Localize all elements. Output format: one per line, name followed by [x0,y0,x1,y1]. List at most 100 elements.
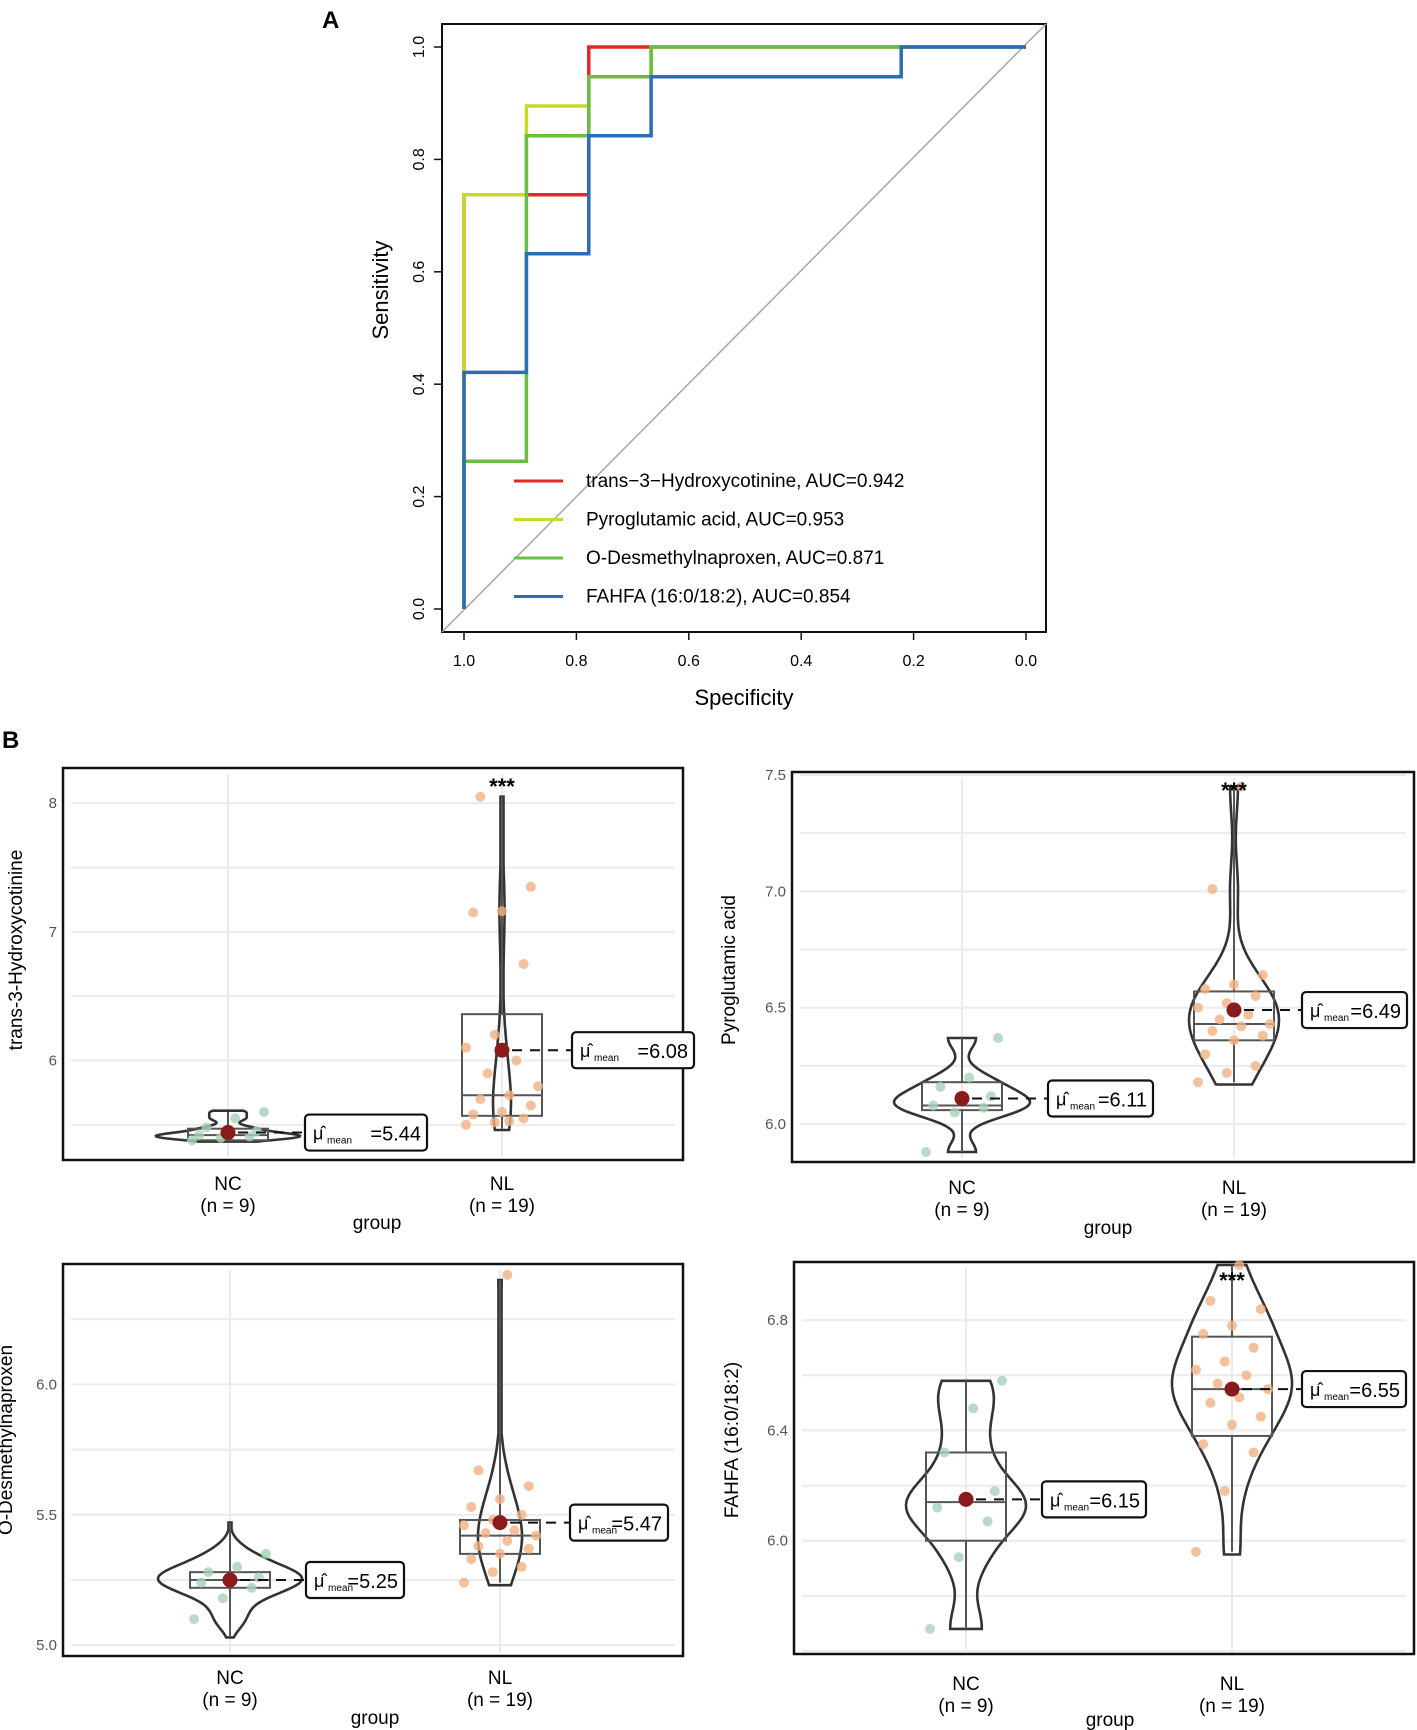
data-point [989,1486,1000,1497]
significance-marker: *** [1221,778,1247,803]
data-point [949,1107,960,1118]
data-point [518,1113,529,1124]
legend-label: FAHFA (16:0/18:2), AUC=0.854 [586,587,851,608]
data-point [1214,1014,1225,1025]
data-point [482,1068,493,1079]
y-tick-label: 6.8 [767,1312,788,1329]
mean-label-box [1300,1369,1408,1409]
violin-outline [1187,785,1281,1086]
mean-label-value: =5.44 [370,1124,421,1146]
data-point [1250,991,1261,1002]
data-point [1207,884,1218,895]
mean-label-symbol: μ̂ [314,1571,327,1591]
data-point [1250,1060,1261,1071]
mean-label-symbol: μ̂ [1056,1089,1069,1109]
data-point [968,1403,979,1414]
data-point [964,1072,975,1083]
mean-label-subscript: mean [1064,1502,1089,1513]
data-point [497,1106,507,1117]
y-tick-label: 0.4 [411,373,428,395]
data-point [523,1481,534,1492]
data-point [1257,1030,1268,1041]
data-point [531,1530,541,1541]
data-point [468,1109,479,1120]
data-point [1200,984,1211,995]
x-axis-label: group [351,1708,400,1729]
mean-label-symbol: μ̂ [1310,1001,1323,1021]
plot-frame [790,770,1416,1164]
x-tick-label: 0.8 [565,653,587,670]
mean-label-value: =6.08 [637,1041,688,1063]
data-point [935,1081,946,1092]
reference-diagonal [441,23,1047,633]
y-tick-label: 0.8 [411,148,428,170]
data-point [928,1100,939,1111]
data-point [468,907,479,918]
data-point [1243,1009,1254,1020]
mean-label-symbol: μ̂ [1310,1380,1323,1400]
data-point [497,906,507,917]
mean-label-symbol: μ̂ [580,1041,593,1061]
data-point [953,1552,964,1563]
data-point [1191,1364,1201,1375]
roc-curve [462,45,1026,609]
box-iqr [921,1081,1003,1112]
plot-frame [61,766,685,1162]
data-point [1221,1067,1232,1078]
mean-label-subscript: mean [327,1136,352,1147]
data-point [466,1554,477,1565]
violin-outline [904,1379,1028,1631]
data-point [187,1135,197,1146]
data-point [232,1561,243,1572]
x-tick-label: 0.6 [678,653,700,670]
data-point [1229,1035,1239,1046]
data-point [1229,979,1239,990]
data-point [1205,1397,1216,1408]
data-point [533,1081,543,1092]
mean-label-box [1046,1079,1155,1118]
data-point [201,1122,212,1133]
y-tick-label: 6.0 [765,1116,786,1133]
data-point [982,1516,993,1527]
data-point [504,1115,515,1126]
data-point [203,1567,214,1578]
x-tick-label: 0.0 [1015,653,1037,670]
data-point [1219,1486,1230,1497]
x-axis-label: Specificity [694,685,793,710]
data-point [244,1131,255,1142]
y-tick-label: 7.5 [765,767,786,784]
y-tick-label: 1.0 [411,36,428,58]
legend-label: O-Desmethylnaproxen, AUC=0.871 [586,548,884,569]
data-point [495,1548,505,1559]
mean-label-subscript: mean [328,1583,353,1594]
mean-label-subscript: mean [592,1526,617,1537]
data-point [475,791,486,802]
violin-outline [156,1521,304,1639]
data-point [461,1119,471,1130]
data-point [516,1561,527,1572]
data-point [1236,781,1247,792]
violin-outline [892,1036,1032,1154]
mean-label-subscript: mean [1324,1013,1349,1024]
data-point [1207,1026,1218,1036]
data-point [525,881,536,892]
category-label: NL [490,1174,514,1195]
mean-label-value: =5.47 [611,1514,662,1536]
y-tick-label: 6.4 [767,1422,788,1439]
data-point [217,1593,228,1604]
data-point [1255,1304,1266,1315]
data-point [480,1528,491,1539]
data-point [246,1582,257,1593]
x-tick-label: 0.2 [902,653,924,670]
mean-marker [958,1491,974,1507]
data-point [525,1100,536,1111]
category-count-label: (n = 9) [938,1696,993,1717]
data-point [189,1614,199,1625]
category-label: NC [216,1668,243,1689]
y-axis-label: trans-3-Hydroxycotinine [6,850,27,1051]
x-tick-label: 1.0 [453,653,475,670]
